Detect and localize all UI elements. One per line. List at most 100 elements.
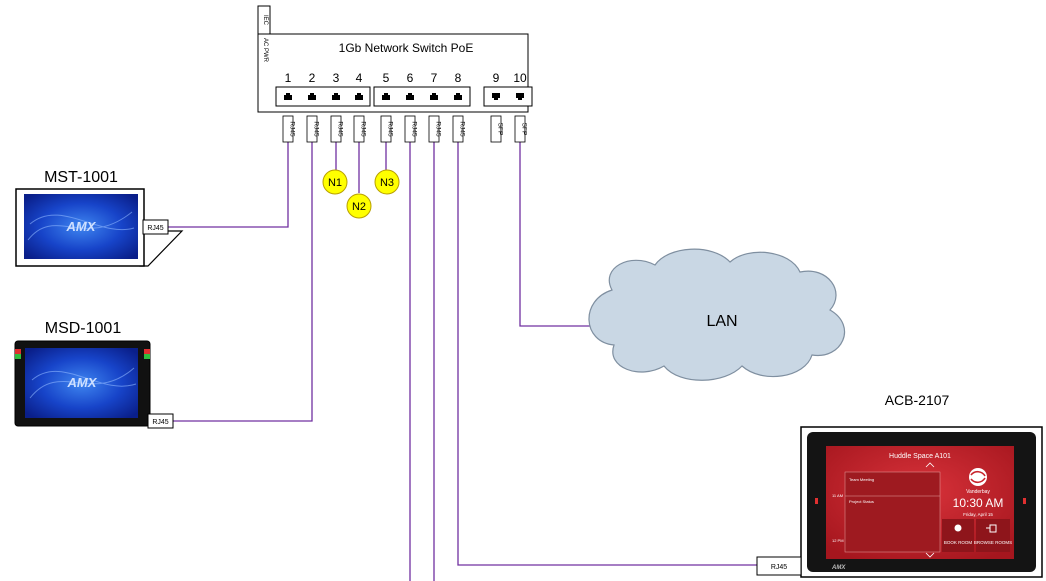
node-n3-label: N3 <box>380 177 394 189</box>
node-n1-circle <box>322 169 348 195</box>
port-3-type-label: RJ45 <box>336 121 343 137</box>
acb-brand-name: Vanderbay <box>966 489 990 495</box>
lan-cloud: LAN <box>588 248 846 381</box>
acb-clock: 10:30 AM <box>953 496 1004 510</box>
port-7-type-label: RJ45 <box>434 121 441 137</box>
device-mst-1001: MST-1001 AMX RJ45 <box>15 169 184 267</box>
port-group-5-8 <box>373 86 471 107</box>
port-group-9-10 <box>483 86 533 107</box>
port-10-number: 10 <box>513 71 527 85</box>
node-n3: N3 <box>374 169 400 195</box>
cables <box>168 142 757 581</box>
port-8-jack-icon <box>454 93 462 100</box>
msd-led-right-green <box>144 354 150 359</box>
port-10-jack-icon <box>516 93 524 100</box>
port-8-type-label: RJ45 <box>458 121 465 137</box>
msd-rj45-box <box>147 413 174 429</box>
port-2-number: 2 <box>309 71 316 85</box>
acb-rj45-label: RJ45 <box>771 564 787 571</box>
device-msd-1001: MSD-1001 AMX RJ45 <box>14 320 174 429</box>
port-3-number: 3 <box>333 71 340 85</box>
port-2-jack-icon <box>308 93 316 100</box>
switch-iec-label: IEC <box>262 15 268 26</box>
switch-acpwr-label: AC PWR <box>262 38 268 63</box>
port-6-number: 6 <box>407 71 414 85</box>
acb-date: Friday, April 15 <box>963 512 993 517</box>
port-7-type-box <box>428 115 440 143</box>
port-10-type-label: SFP <box>520 123 527 136</box>
acb-rj45-box <box>756 556 802 576</box>
acb-logo: AMX <box>831 565 846 571</box>
port-2-type-label: RJ45 <box>312 121 319 137</box>
device-acb-2107: ACB-2107 Huddle Space A101 Team Meeting … <box>756 392 1043 578</box>
port-9-jack-icon <box>492 93 500 100</box>
port-8-number: 8 <box>455 71 462 85</box>
mst-screen-swirl <box>27 211 135 241</box>
acb-schedule-panel <box>844 471 941 553</box>
port-5-type-label: RJ45 <box>386 121 393 137</box>
msd-name: MSD-1001 <box>45 320 122 337</box>
acb-book-room-label: BOOK ROOM <box>944 540 973 545</box>
port-9-type-label: SFP <box>496 123 503 136</box>
port-3-type-box <box>330 115 342 143</box>
mst-screen <box>24 194 138 259</box>
port-5-jack-icon <box>382 93 390 100</box>
port-4-type-label: RJ45 <box>359 121 366 137</box>
port-3-jack-icon <box>332 93 340 100</box>
cable-port8-acb <box>457 142 757 566</box>
port-1-type-label: RJ45 <box>288 121 295 137</box>
port-4-type-box <box>353 115 365 143</box>
port-8-type-box <box>452 115 464 143</box>
node-n2: N2 <box>346 193 372 219</box>
port-7-number: 7 <box>431 71 438 85</box>
port-group-1-4 <box>275 86 371 107</box>
port-6-type-box <box>404 115 416 143</box>
node-n1-label: N1 <box>328 177 342 189</box>
msd-led-left-red <box>15 349 21 354</box>
acb-meeting-1: Team Meeting <box>849 477 874 482</box>
acb-time-1: 11 AM <box>832 493 843 498</box>
lan-label: LAN <box>706 313 737 330</box>
cable-port2-msd <box>172 142 313 422</box>
cable-port10-lan <box>519 142 592 327</box>
acb-book-room-button[interactable] <box>942 519 974 552</box>
port-10-type-box <box>514 115 526 143</box>
acb-led-left <box>815 498 818 504</box>
port-7-jack-icon <box>430 93 438 100</box>
acb-browse-rooms-label: BROWSE ROOMS <box>974 540 1012 545</box>
acb-room-title: Huddle Space A101 <box>889 453 951 460</box>
lan-cloud-shape <box>588 248 846 381</box>
port-1-number: 1 <box>285 71 292 85</box>
mst-rj45-label: RJ45 <box>147 225 163 232</box>
port-5-type-box <box>380 115 392 143</box>
port-1-jack-icon <box>284 93 292 100</box>
acb-meeting-2: Project Status <box>849 499 874 504</box>
acb-scroll-up-icon <box>925 462 935 468</box>
msd-led-left-green <box>15 354 21 359</box>
port-5-number: 5 <box>383 71 390 85</box>
node-n2-circle <box>346 193 372 219</box>
node-n3-circle <box>374 169 400 195</box>
acb-led-right <box>1023 498 1026 504</box>
port-4-jack-icon <box>355 93 363 100</box>
node-n2-label: N2 <box>352 201 366 213</box>
acb-time-2: 12 PM <box>832 538 844 543</box>
mst-stand <box>139 230 184 267</box>
msd-rj45-label: RJ45 <box>152 419 168 426</box>
mst-logo: AMX <box>66 219 97 234</box>
cable-port1-mst <box>168 142 289 228</box>
port-6-type-label: RJ45 <box>410 121 417 137</box>
acb-brand-swirl <box>970 470 986 484</box>
node-n1: N1 <box>322 169 348 195</box>
acb-door-icon <box>986 524 997 533</box>
port-1-type-box <box>282 115 294 143</box>
mst-rj45-box <box>142 219 169 235</box>
switch-title: 1Gb Network Switch PoE <box>339 41 474 55</box>
acb-brand-logo-icon <box>969 468 987 486</box>
acb-browse-rooms-button[interactable] <box>976 519 1010 552</box>
port-4-number: 4 <box>356 71 363 85</box>
port-2-type-box <box>306 115 318 143</box>
